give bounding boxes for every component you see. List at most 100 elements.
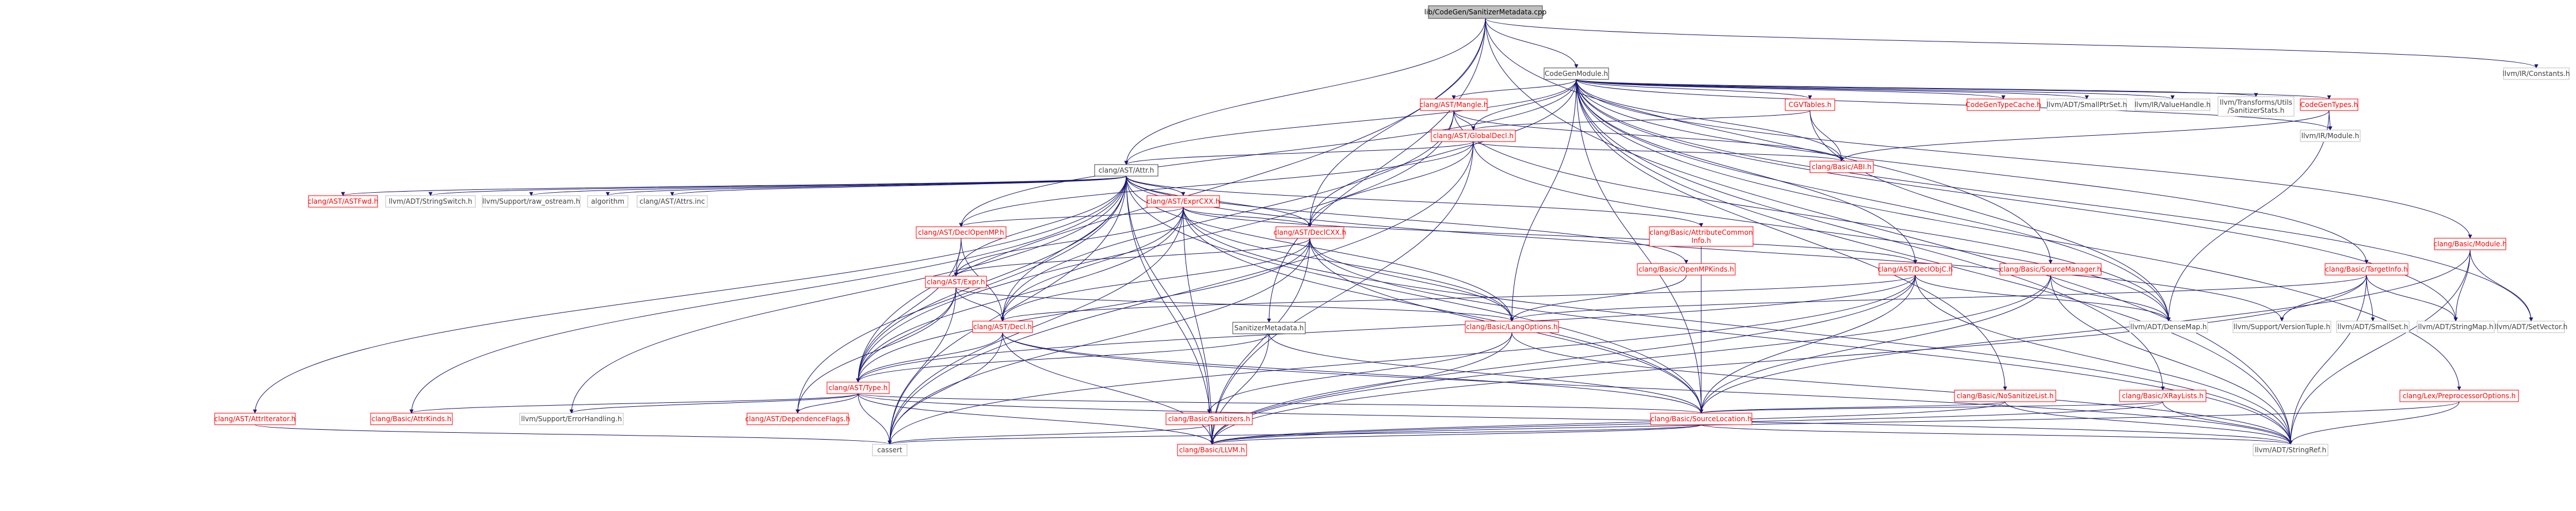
node-box-setvector — [2497, 321, 2565, 333]
node-label-declobjc: clang/AST/DeclObjC.h — [1878, 265, 1953, 273]
edge-mangle-to-decl — [1000, 110, 1454, 322]
edge-srcmgr-to-llvmh — [1210, 274, 2051, 445]
node-rawostream[interactable]: llvm/Support/raw_ostream.h — [482, 195, 581, 208]
edge-cgm-to-cgtypes — [1576, 79, 2331, 100]
node-box-langopts — [1465, 321, 1559, 333]
node-stringmap[interactable]: llvm/ADT/StringMap.h — [2417, 321, 2495, 333]
node-depflags[interactable]: clang/AST/DependenceFlags.h — [745, 413, 850, 425]
node-box-rawostream — [482, 195, 581, 208]
edge-type-to-srcloc — [858, 393, 1703, 414]
node-box-stringswitch — [385, 195, 476, 208]
node-abi[interactable]: clang/Basic/ABI.h — [1809, 161, 1874, 173]
node-ppopts[interactable]: clang/Lex/PreprocessorOptions.h — [2399, 390, 2519, 402]
node-attrkinds[interactable]: clang/Basic/AttrKinds.h — [370, 413, 453, 425]
node-box-attrsinc — [637, 195, 708, 208]
edge-xraylists-to-stringref — [2162, 401, 2293, 445]
edge-nosanlist-to-srcloc — [1699, 401, 2006, 414]
node-box-mangle — [1420, 98, 1488, 111]
node-label-langopts: clang/Basic/LangOptions.h — [1466, 323, 1557, 331]
node-densemap[interactable]: llvm/ADT/DenseMap.h — [2129, 321, 2208, 333]
node-label-smallptrset: llvm/ADT/SmallPtrSet.h — [2047, 101, 2127, 109]
node-errhandling[interactable]: llvm/Support/ErrorHandling.h — [519, 413, 624, 425]
node-type[interactable]: clang/AST/Type.h — [826, 382, 890, 394]
node-declcxx[interactable]: clang/AST/DeclCXX.h — [1274, 226, 1347, 239]
node-cgm[interactable]: CodeGenModule.h — [1544, 67, 1609, 80]
node-expr[interactable]: clang/AST/Expr.h — [925, 276, 987, 288]
node-label-llvmh: clang/Basic/LLVM.h — [1179, 446, 1245, 454]
edge-mangle-to-abi — [1453, 110, 1844, 162]
edge-declobjc-to-cassert — [887, 274, 1916, 445]
node-box-llvmconst — [2503, 67, 2570, 80]
node-declobjc[interactable]: clang/AST/DeclObjC.h — [1878, 263, 1953, 276]
node-label-declopenmp: clang/AST/DeclOpenMP.h — [918, 228, 1004, 237]
edge-mangle-to-densemap — [1453, 110, 2171, 322]
node-label-stringref: llvm/ADT/StringRef.h — [2255, 446, 2326, 454]
node-srcloc[interactable]: clang/Basic/SourceLocation.h — [1650, 413, 1752, 425]
node-llvmconst[interactable]: llvm/IR/Constants.h — [2502, 67, 2570, 80]
node-label-attriter: clang/AST/AttrIterator.h — [214, 415, 295, 423]
node-targetinfo[interactable]: clang/Basic/TargetInfo.h — [2325, 263, 2409, 276]
edge-declobjc-to-stringref — [1915, 274, 2293, 445]
edge-module-to-srcloc — [1699, 249, 2471, 414]
edge-exprcxx-to-declopenmp — [959, 207, 1184, 227]
node-mangle[interactable]: clang/AST/Mangle.h — [1420, 98, 1488, 111]
edge-sanmeta-to-srcloc — [1268, 333, 1704, 414]
edge-cgm-to-stringref — [1576, 79, 2293, 445]
node-valuehandle[interactable]: llvm/IR/ValueHandle.h — [2135, 98, 2211, 111]
node-box-cgtypecache — [1967, 98, 2040, 111]
node-exprcxx[interactable]: clang/AST/ExprCXX.h — [1146, 195, 1220, 208]
edge-expr-to-cassert — [887, 287, 957, 445]
node-box-cgm — [1544, 67, 1609, 80]
edge-expr-to-type — [856, 287, 957, 383]
edge-exprcxx-to-declcxx — [1183, 207, 1312, 227]
node-openmpkinds[interactable]: clang/Basic/OpenMPKinds.h — [1637, 263, 1736, 276]
node-attrsinc[interactable]: clang/AST/Attrs.inc — [637, 195, 708, 208]
node-box-depflags — [746, 413, 849, 425]
node-smallptrset[interactable]: llvm/ADT/SmallPtrSet.h — [2047, 98, 2127, 111]
edge-cgm-to-module — [1576, 79, 2472, 239]
node-cgtypes[interactable]: CodeGenTypes.h — [2300, 98, 2358, 111]
edge-expr-to-decl — [955, 287, 1005, 322]
edge-cgtypes-to-abi — [1839, 110, 2330, 162]
node-label-srcmgr: clang/Basic/SourceManager.h — [2000, 265, 2102, 273]
node-globaldecl[interactable]: clang/AST/GlobalDecl.h — [1431, 129, 1516, 142]
node-algorithm[interactable]: algorithm — [587, 195, 628, 208]
edge-module-to-stringmap — [2453, 249, 2471, 322]
node-xraylists[interactable]: clang/Basic/XRayLists.h — [2119, 390, 2207, 402]
edge-cgm-to-llvmmodule — [1576, 79, 2333, 131]
edge-attriter-to-cassert — [254, 424, 892, 445]
node-label-root: lib/CodeGen/SanitizerMetadata.cpp — [1424, 8, 1546, 16]
edge-cgtypes-to-densemap — [2166, 110, 2330, 322]
edge-cgm-to-abi — [1576, 79, 1844, 162]
node-cgvtables[interactable]: CGVTables.h — [1785, 98, 1835, 111]
node-smallset[interactable]: llvm/ADT/SmallSet.h — [2336, 321, 2410, 333]
node-module[interactable]: clang/Basic/Module.h — [2433, 238, 2507, 250]
node-box-attriter — [214, 413, 296, 425]
node-label-decl: clang/AST/Decl.h — [973, 323, 1032, 331]
node-decl[interactable]: clang/AST/Decl.h — [972, 321, 1033, 333]
node-stringswitch[interactable]: llvm/ADT/StringSwitch.h — [385, 195, 476, 208]
node-llvmmodule[interactable]: llvm/IR/Module.h — [2300, 129, 2361, 142]
node-astfwd[interactable]: clang/AST/ASTFwd.h — [308, 195, 379, 208]
node-langopts[interactable]: clang/Basic/LangOptions.h — [1465, 321, 1559, 333]
edge-attr-to-attrsinc — [670, 176, 1127, 196]
node-stringref[interactable]: llvm/ADT/StringRef.h — [2253, 444, 2329, 456]
node-setvector[interactable]: llvm/ADT/SetVector.h — [2495, 321, 2568, 333]
node-sanstats1[interactable]: llvm/Transforms/Utils/SanitizerStats.h — [2217, 96, 2295, 117]
node-box-valuehandle — [2135, 98, 2211, 111]
node-llvmh[interactable]: clang/Basic/LLVM.h — [1177, 444, 1247, 456]
edge-cgvtables-to-globaldecl — [1471, 110, 1811, 131]
node-cgtypecache[interactable]: CodeGenTypeCache.h — [1965, 98, 2041, 111]
node-box-globaldecl — [1431, 129, 1516, 142]
node-sanitizers[interactable]: clang/Basic/Sanitizers.h — [1165, 413, 1253, 425]
edge-root-to-srcmgr — [1485, 18, 2053, 264]
node-attriter[interactable]: clang/AST/AttrIterator.h — [214, 413, 296, 425]
node-nosanlist[interactable]: clang/Basic/NoSanitizeList.h — [1954, 390, 2056, 402]
node-srcmgr[interactable]: clang/Basic/SourceManager.h — [1999, 263, 2102, 276]
node-vertuple[interactable]: llvm/Support/VersionTuple.h — [2232, 321, 2331, 333]
node-attr[interactable]: clang/AST/Attr.h — [1094, 164, 1159, 177]
node-declopenmp[interactable]: clang/AST/DeclOpenMP.h — [916, 226, 1007, 239]
node-cassert[interactable]: cassert — [872, 444, 908, 456]
node-sanmeta[interactable]: SanitizerMetadata.h — [1232, 322, 1306, 334]
